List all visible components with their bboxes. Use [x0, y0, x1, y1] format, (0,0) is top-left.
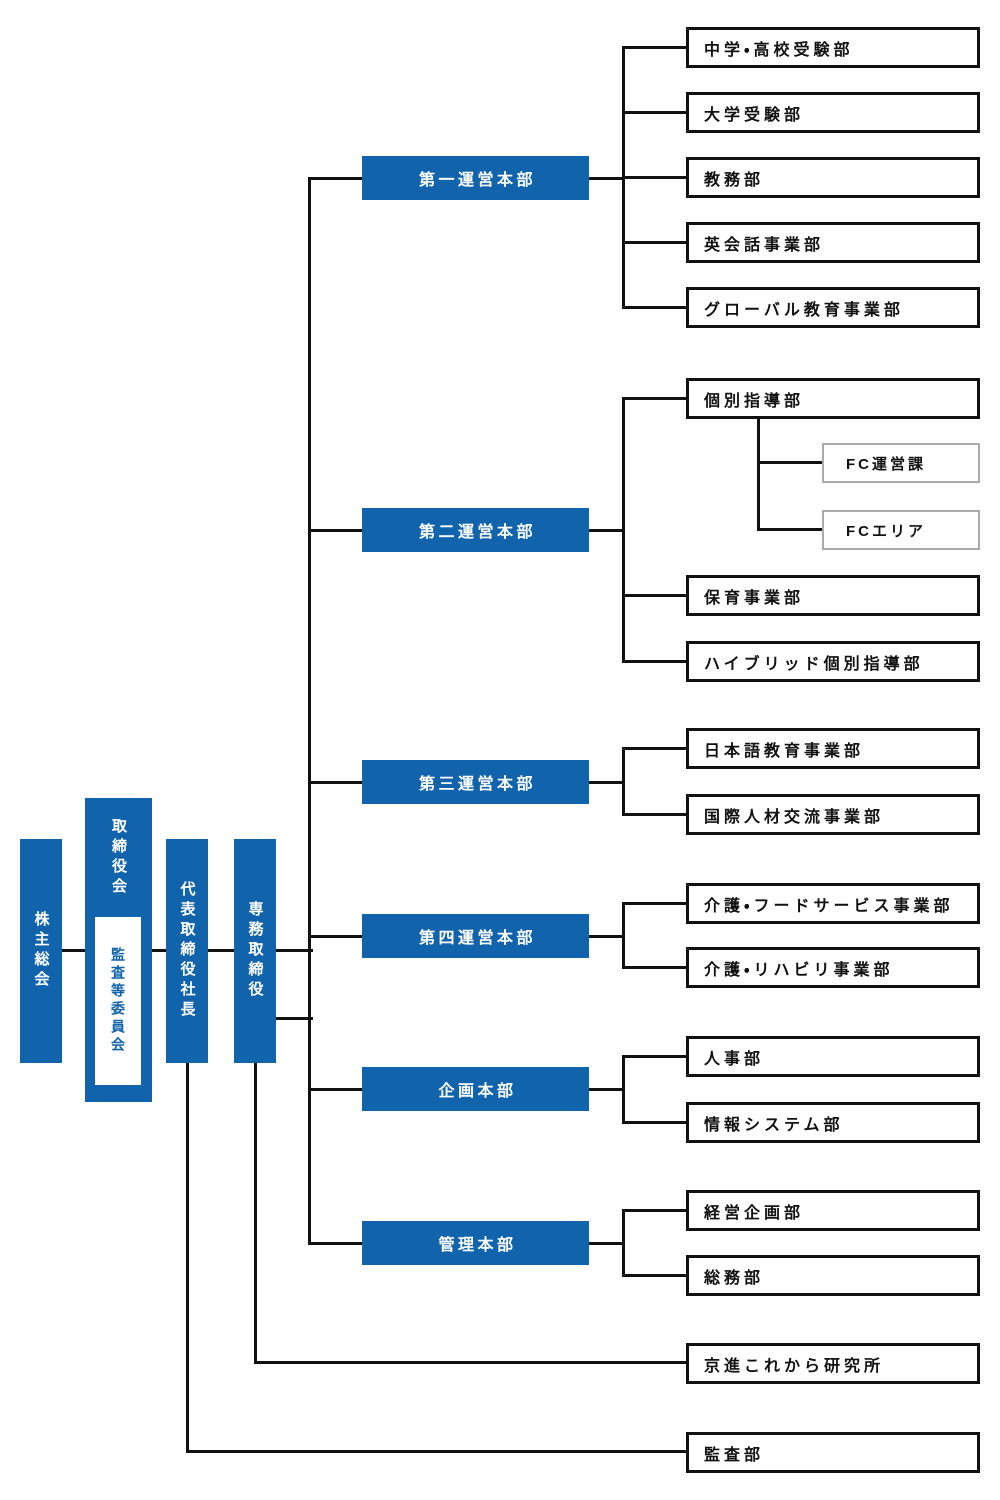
connector-line	[622, 660, 686, 663]
org-box-hq-administration: 管理本部	[362, 1221, 589, 1265]
connector-line	[208, 949, 234, 952]
connector-line	[622, 1209, 625, 1277]
connector-line	[254, 1361, 686, 1364]
org-box-hq-2: 第二運営本部	[362, 508, 589, 552]
org-box-department: ハイブリッド個別指導部	[686, 641, 980, 682]
connector-line	[186, 1450, 686, 1453]
connector-line	[757, 419, 760, 531]
connector-line	[308, 177, 362, 180]
connector-line	[186, 1063, 189, 1453]
connector-line	[757, 528, 822, 531]
connector-line	[622, 747, 686, 750]
connector-line	[589, 177, 625, 180]
connector-line	[308, 1242, 362, 1245]
org-box-department: 日本語教育事業部	[686, 728, 980, 769]
org-box-department: グローバル教育事業部	[686, 287, 980, 328]
connector-line	[622, 46, 686, 49]
org-box-representative-director-president: 代表取締役社長	[166, 839, 208, 1063]
org-box-department: 介護・フードサービス事業部	[686, 883, 980, 924]
connector-line	[308, 781, 362, 784]
org-box-department: 経営企画部	[686, 1190, 980, 1231]
connector-line	[622, 966, 686, 969]
org-box-board-of-directors: 取締役会 監査等委員会	[85, 798, 152, 1102]
org-box-hq-3: 第三運営本部	[362, 760, 589, 804]
org-box-department: 個別指導部	[686, 378, 980, 419]
org-box-department: 国際人材交流事業部	[686, 794, 980, 835]
connector-line	[622, 594, 686, 597]
org-box-department: 総務部	[686, 1255, 980, 1296]
org-box-label: 代表取締役社長	[178, 881, 196, 1021]
connector-line	[757, 461, 822, 464]
connector-line	[622, 1274, 686, 1277]
connector-line	[589, 1088, 625, 1091]
connector-line	[152, 949, 166, 952]
connector-line	[308, 935, 362, 938]
connector-line	[308, 529, 362, 532]
org-box-senior-managing-director: 専務取締役	[234, 839, 276, 1063]
connector-line	[622, 111, 686, 114]
connector-line	[622, 1121, 686, 1124]
org-box-department: 介護・リハビリ事業部	[686, 947, 980, 988]
connector-line	[622, 813, 686, 816]
org-box-department: 情報システム部	[686, 1102, 980, 1143]
connector-line	[622, 241, 686, 244]
connector-line	[62, 949, 85, 952]
connector-line	[622, 306, 686, 309]
org-box-department: 英会話事業部	[686, 222, 980, 263]
org-box-department: 中学・高校受験部	[686, 27, 980, 68]
org-box-label: 監査等委員会	[110, 947, 126, 1055]
org-box-fc-unit: FC運営課	[822, 443, 980, 483]
org-box-department: 教務部	[686, 157, 980, 198]
org-box-department: 人事部	[686, 1036, 980, 1077]
connector-line	[622, 176, 686, 179]
connector-line	[254, 1063, 257, 1364]
org-box-hq-planning: 企画本部	[362, 1067, 589, 1111]
connector-line	[308, 177, 311, 1245]
connector-line	[622, 397, 625, 663]
connector-line	[276, 1017, 313, 1020]
org-box-audit-committee: 監査等委員会	[95, 917, 141, 1085]
connector-line	[589, 781, 625, 784]
org-box-department: 大学受験部	[686, 92, 980, 133]
org-box-hq-4: 第四運営本部	[362, 914, 589, 958]
org-box-research-institute: 京進これから研究所	[686, 1343, 980, 1384]
connector-line	[622, 902, 686, 905]
connector-line	[308, 1088, 362, 1091]
org-box-label: 取締役会	[110, 818, 127, 898]
org-box-hq-1: 第一運営本部	[362, 156, 589, 200]
connector-line	[276, 949, 313, 952]
org-box-fc-unit: FCエリア	[822, 510, 980, 550]
org-box-label: 専務取締役	[246, 901, 264, 1001]
connector-line	[622, 902, 625, 969]
connector-line	[589, 935, 625, 938]
connector-line	[622, 1055, 686, 1058]
org-box-audit-department: 監査部	[686, 1432, 980, 1473]
connector-line	[622, 1055, 625, 1124]
connector-line	[589, 529, 625, 532]
connector-line	[589, 1242, 625, 1245]
org-box-label: 株主総会	[32, 911, 50, 991]
org-box-department: 保育事業部	[686, 575, 980, 616]
org-box-shareholders-meeting: 株主総会	[20, 839, 62, 1063]
connector-line	[622, 747, 625, 816]
connector-line	[622, 1209, 686, 1212]
connector-line	[622, 397, 686, 400]
